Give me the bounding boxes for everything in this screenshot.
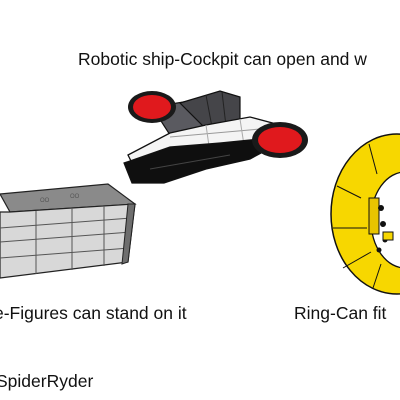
figure-stand-block-illustration: OO OO — [0, 183, 137, 279]
block-caption: e-Figures can stand on it — [0, 303, 187, 323]
ring-caption: Ring-Can fit — [294, 303, 387, 323]
author-credit: SpiderRyder — [0, 371, 94, 391]
svg-text:OO: OO — [70, 194, 80, 200]
svg-text:OO: OO — [40, 198, 50, 204]
ship-caption: Robotic ship-Cockpit can open and w — [78, 49, 367, 69]
robotic-ship-illustration — [123, 90, 308, 184]
ring-illustration — [330, 133, 400, 295]
